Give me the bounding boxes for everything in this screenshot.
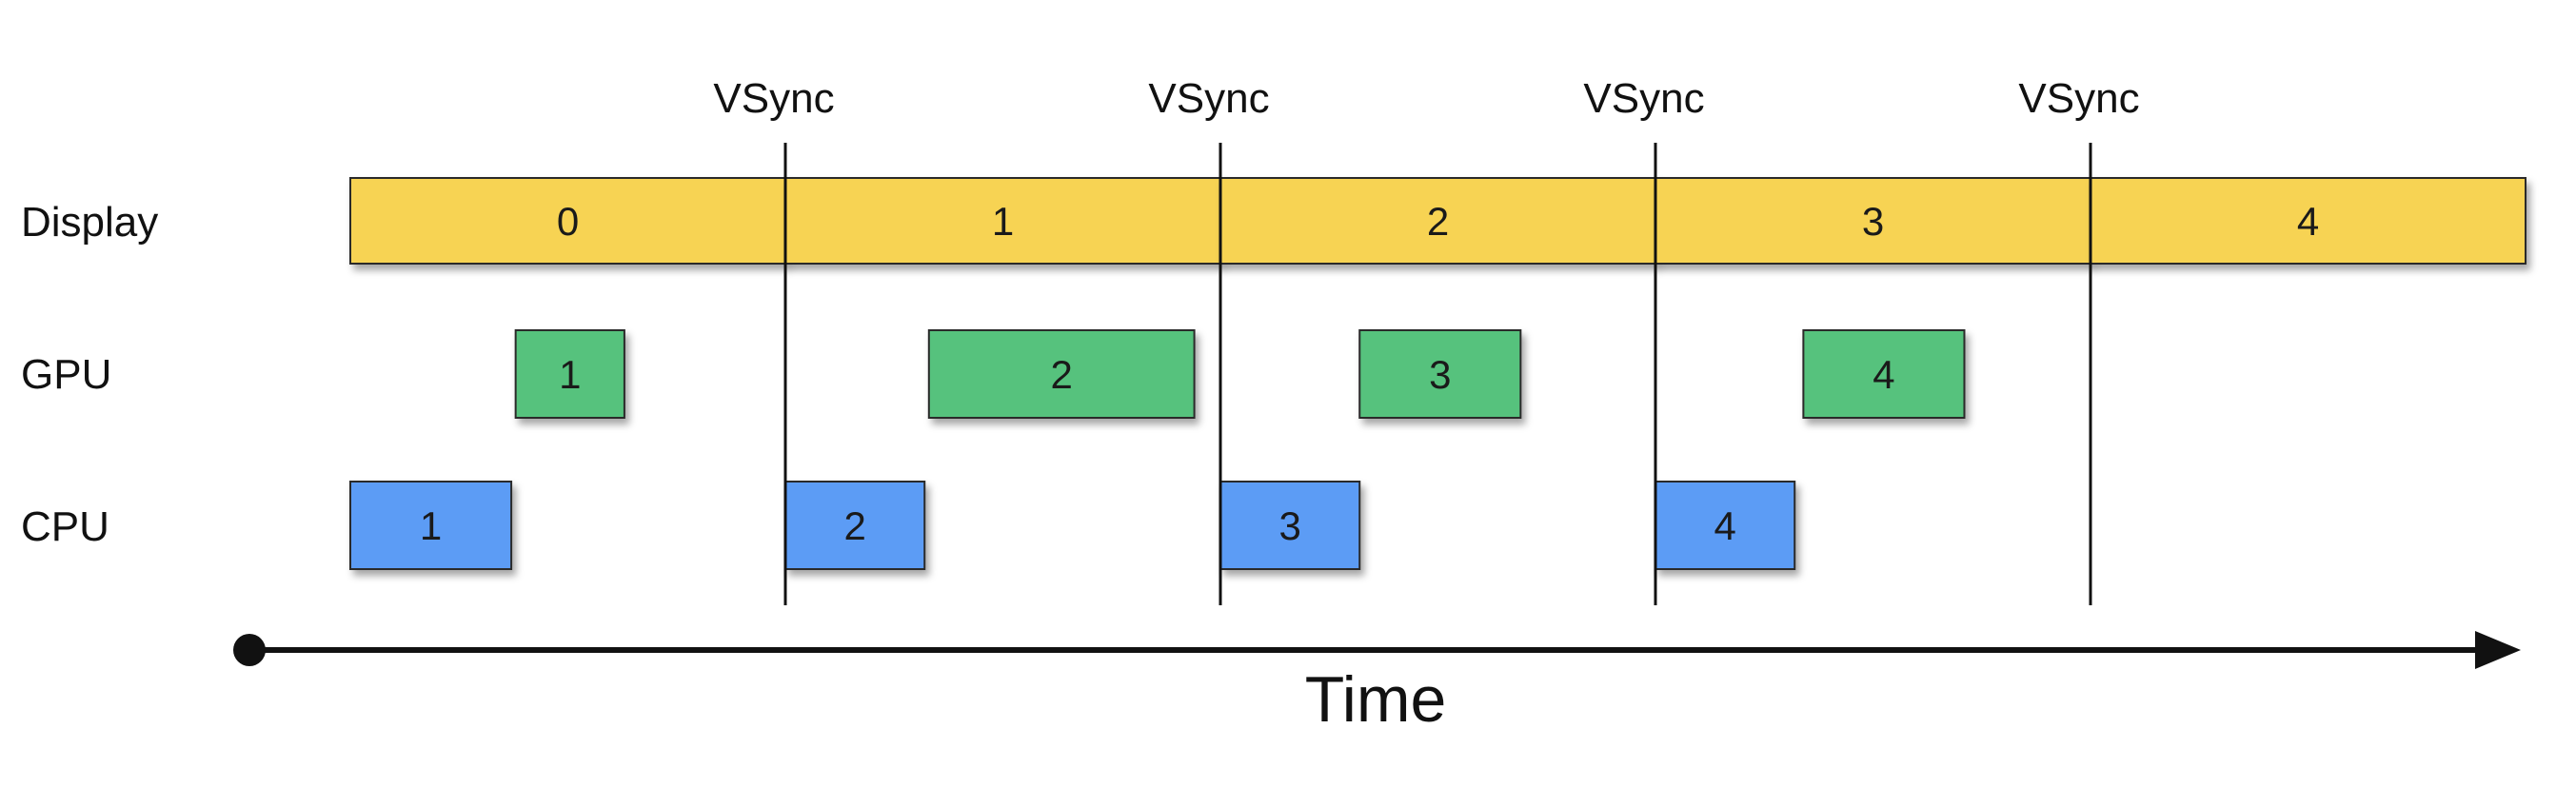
- display-frame-block: [1655, 177, 2091, 265]
- vsync-label: VSync: [1148, 75, 1269, 122]
- cpu-frame-block: [784, 481, 926, 570]
- gpu-frame-label: 1: [559, 352, 581, 397]
- display-frame-block: [349, 177, 786, 265]
- gpu-frame-block: [1802, 329, 1966, 419]
- display-frame-block: [2090, 177, 2526, 265]
- cpu-frame-label: 4: [1714, 503, 1735, 548]
- cpu-frame-label: 2: [843, 503, 865, 548]
- cpu-frame-block: [349, 481, 513, 570]
- vsync-label: VSync: [1583, 75, 1704, 122]
- row-label-cpu: CPU: [21, 503, 109, 550]
- cpu-frame-label: 1: [420, 503, 442, 548]
- vsync-label: VSync: [2018, 75, 2139, 122]
- time-axis-arrowhead: [2475, 631, 2521, 669]
- display-frame-label: 1: [992, 199, 1014, 244]
- gpu-row: 1 2 3 4: [514, 329, 1966, 419]
- display-row: 0 1 2 3 4: [349, 177, 2526, 265]
- display-frame-label: 2: [1427, 199, 1449, 244]
- cpu-frame-label: 3: [1278, 503, 1300, 548]
- time-axis-label: Time: [1305, 663, 1447, 736]
- vsync-markers: VSync VSync VSync VSync: [713, 75, 2140, 605]
- gpu-frame-block: [927, 329, 1196, 419]
- row-label-gpu: GPU: [21, 351, 111, 398]
- gpu-frame-label: 4: [1873, 352, 1894, 397]
- display-frame-label: 4: [2297, 199, 2319, 244]
- cpu-frame-block: [1219, 481, 1361, 570]
- time-axis-origin-dot: [233, 634, 266, 666]
- display-frame-block: [1219, 177, 1656, 265]
- display-frame-label: 3: [1862, 199, 1884, 244]
- cpu-row: 1 2 3 4: [349, 481, 1796, 570]
- gpu-frame-block: [1358, 329, 1522, 419]
- gpu-frame-block: [514, 329, 625, 419]
- time-axis: Time: [233, 631, 2521, 736]
- display-frame-label: 0: [557, 199, 579, 244]
- gpu-frame-label: 3: [1429, 352, 1451, 397]
- vsync-label: VSync: [713, 75, 834, 122]
- row-label-display: Display: [21, 199, 158, 246]
- display-frame-block: [784, 177, 1221, 265]
- cpu-frame-block: [1655, 481, 1796, 570]
- gpu-frame-label: 2: [1051, 352, 1073, 397]
